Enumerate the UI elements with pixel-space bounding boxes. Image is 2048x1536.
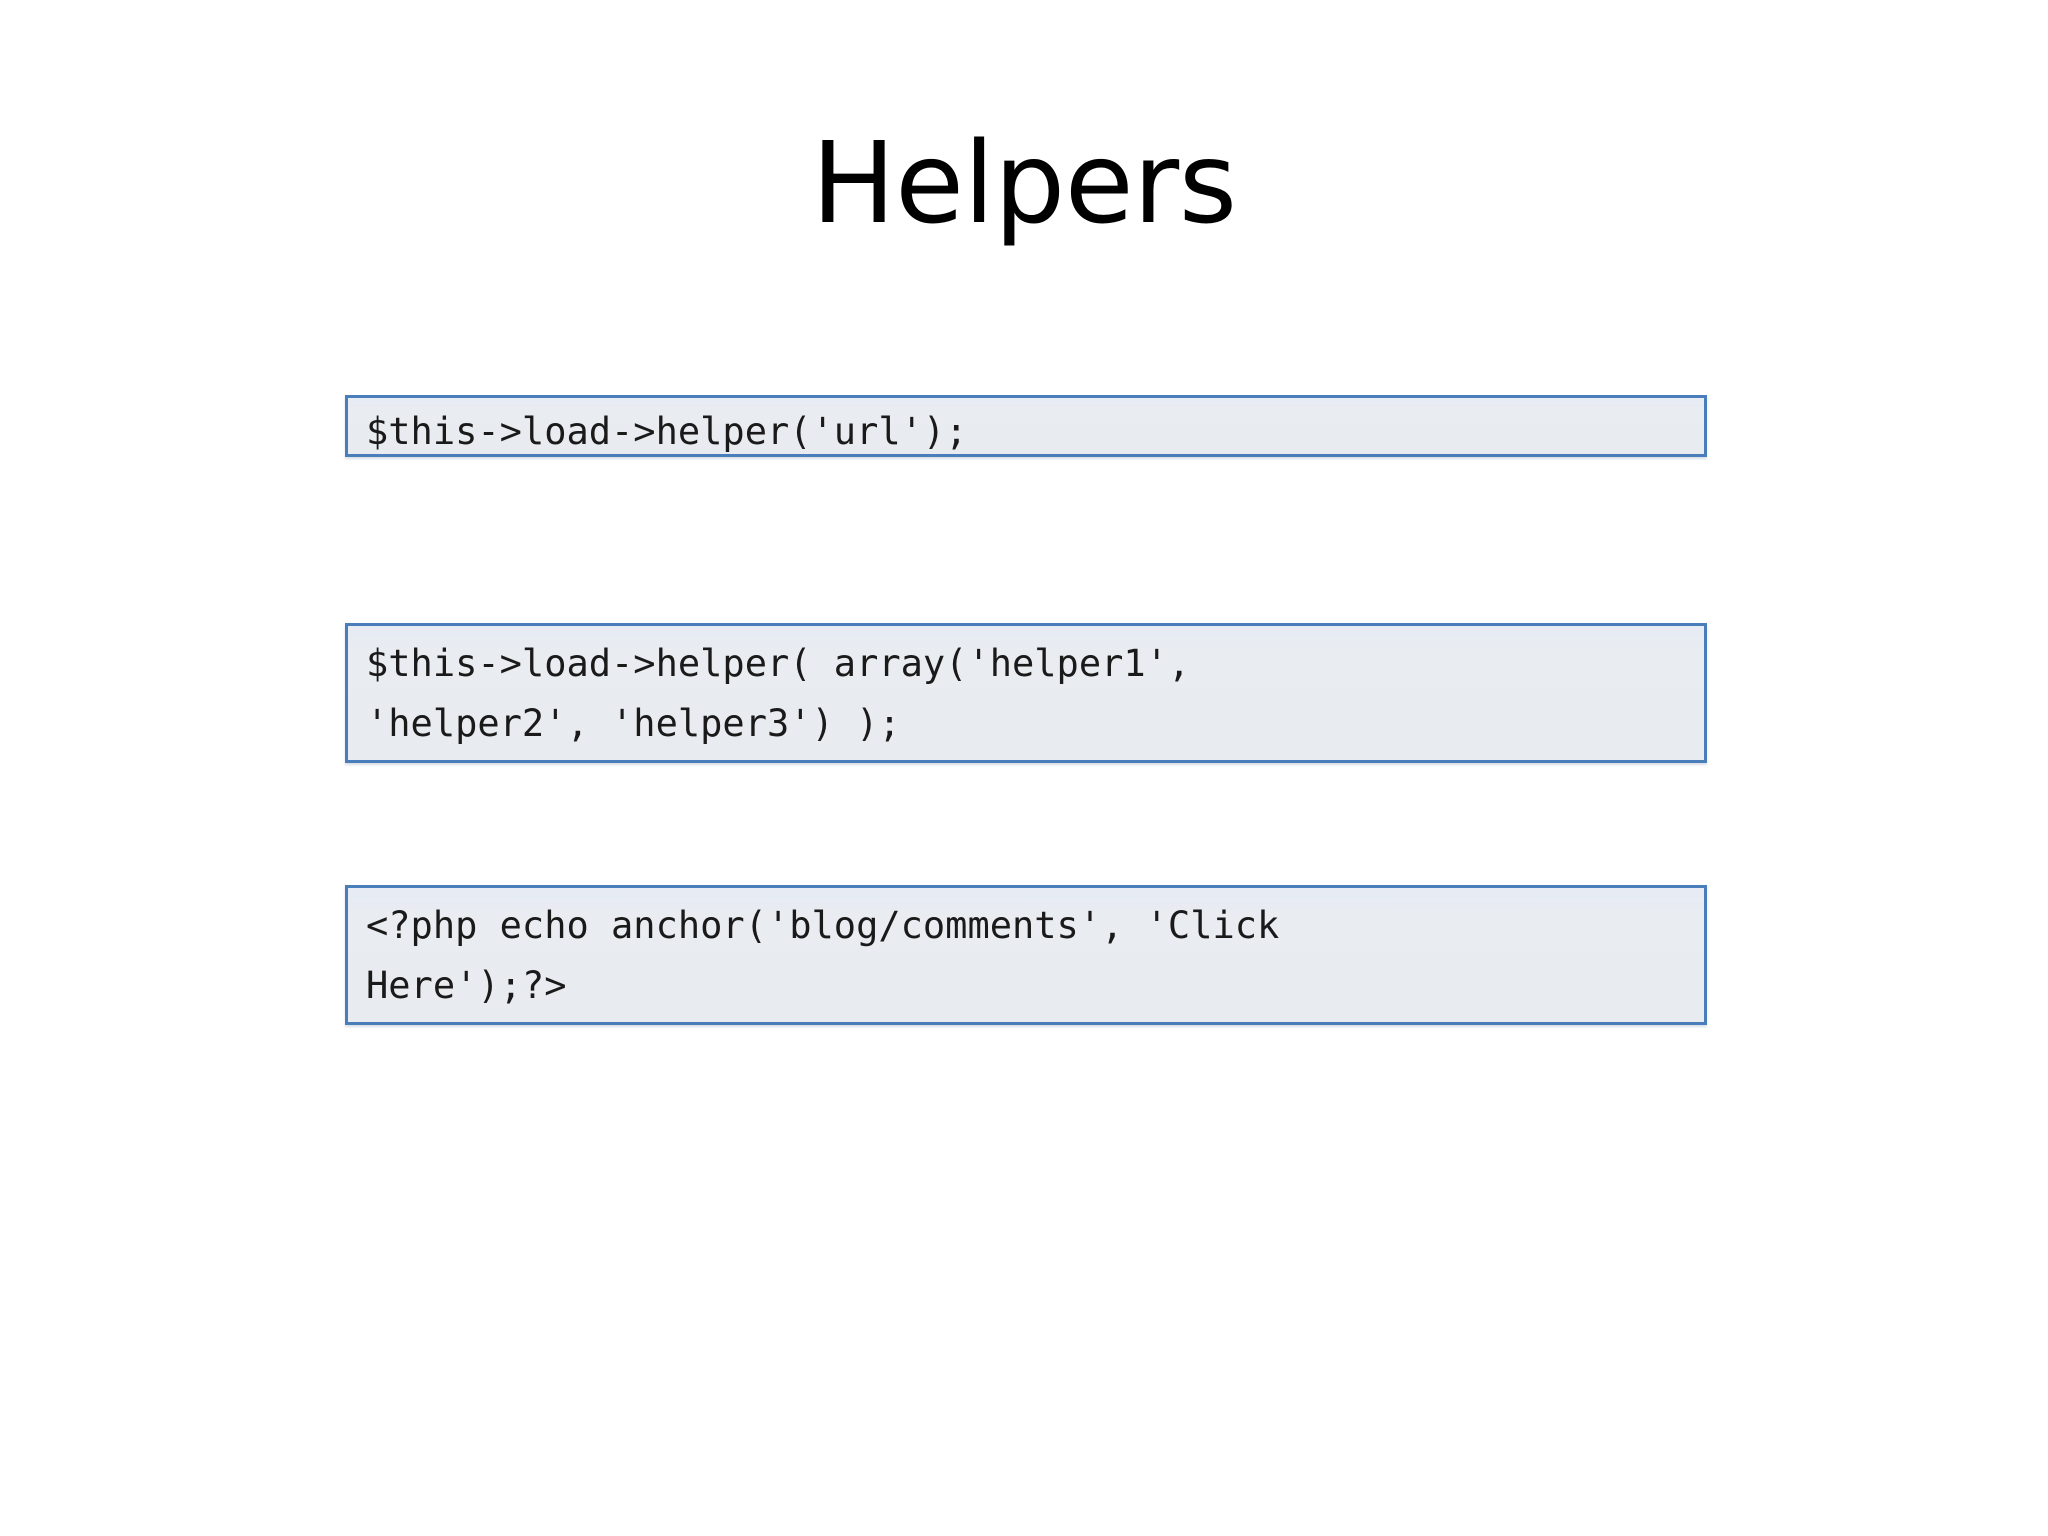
code-snippet-text-2-line-2: 'helper2', 'helper3') ); — [366, 702, 901, 745]
code-snippet-text-3-line-2: Here');?> — [366, 964, 567, 1007]
code-snippet-box-2: $this->load->helper( array('helper1', 'h… — [345, 623, 1707, 763]
code-snippet-box-3: <?php echo anchor('blog/comments', 'Clic… — [345, 885, 1707, 1025]
page-title: Helpers — [811, 119, 1237, 249]
code-snippet-box-1: $this->load->helper('url'); — [345, 395, 1707, 457]
code-snippet-text-2-line-1: $this->load->helper( array('helper1', — [366, 642, 1191, 685]
code-snippet-text-1: $this->load->helper('url'); — [366, 410, 968, 453]
code-snippet-text-3-line-1: <?php echo anchor('blog/comments', 'Clic… — [366, 904, 1280, 947]
